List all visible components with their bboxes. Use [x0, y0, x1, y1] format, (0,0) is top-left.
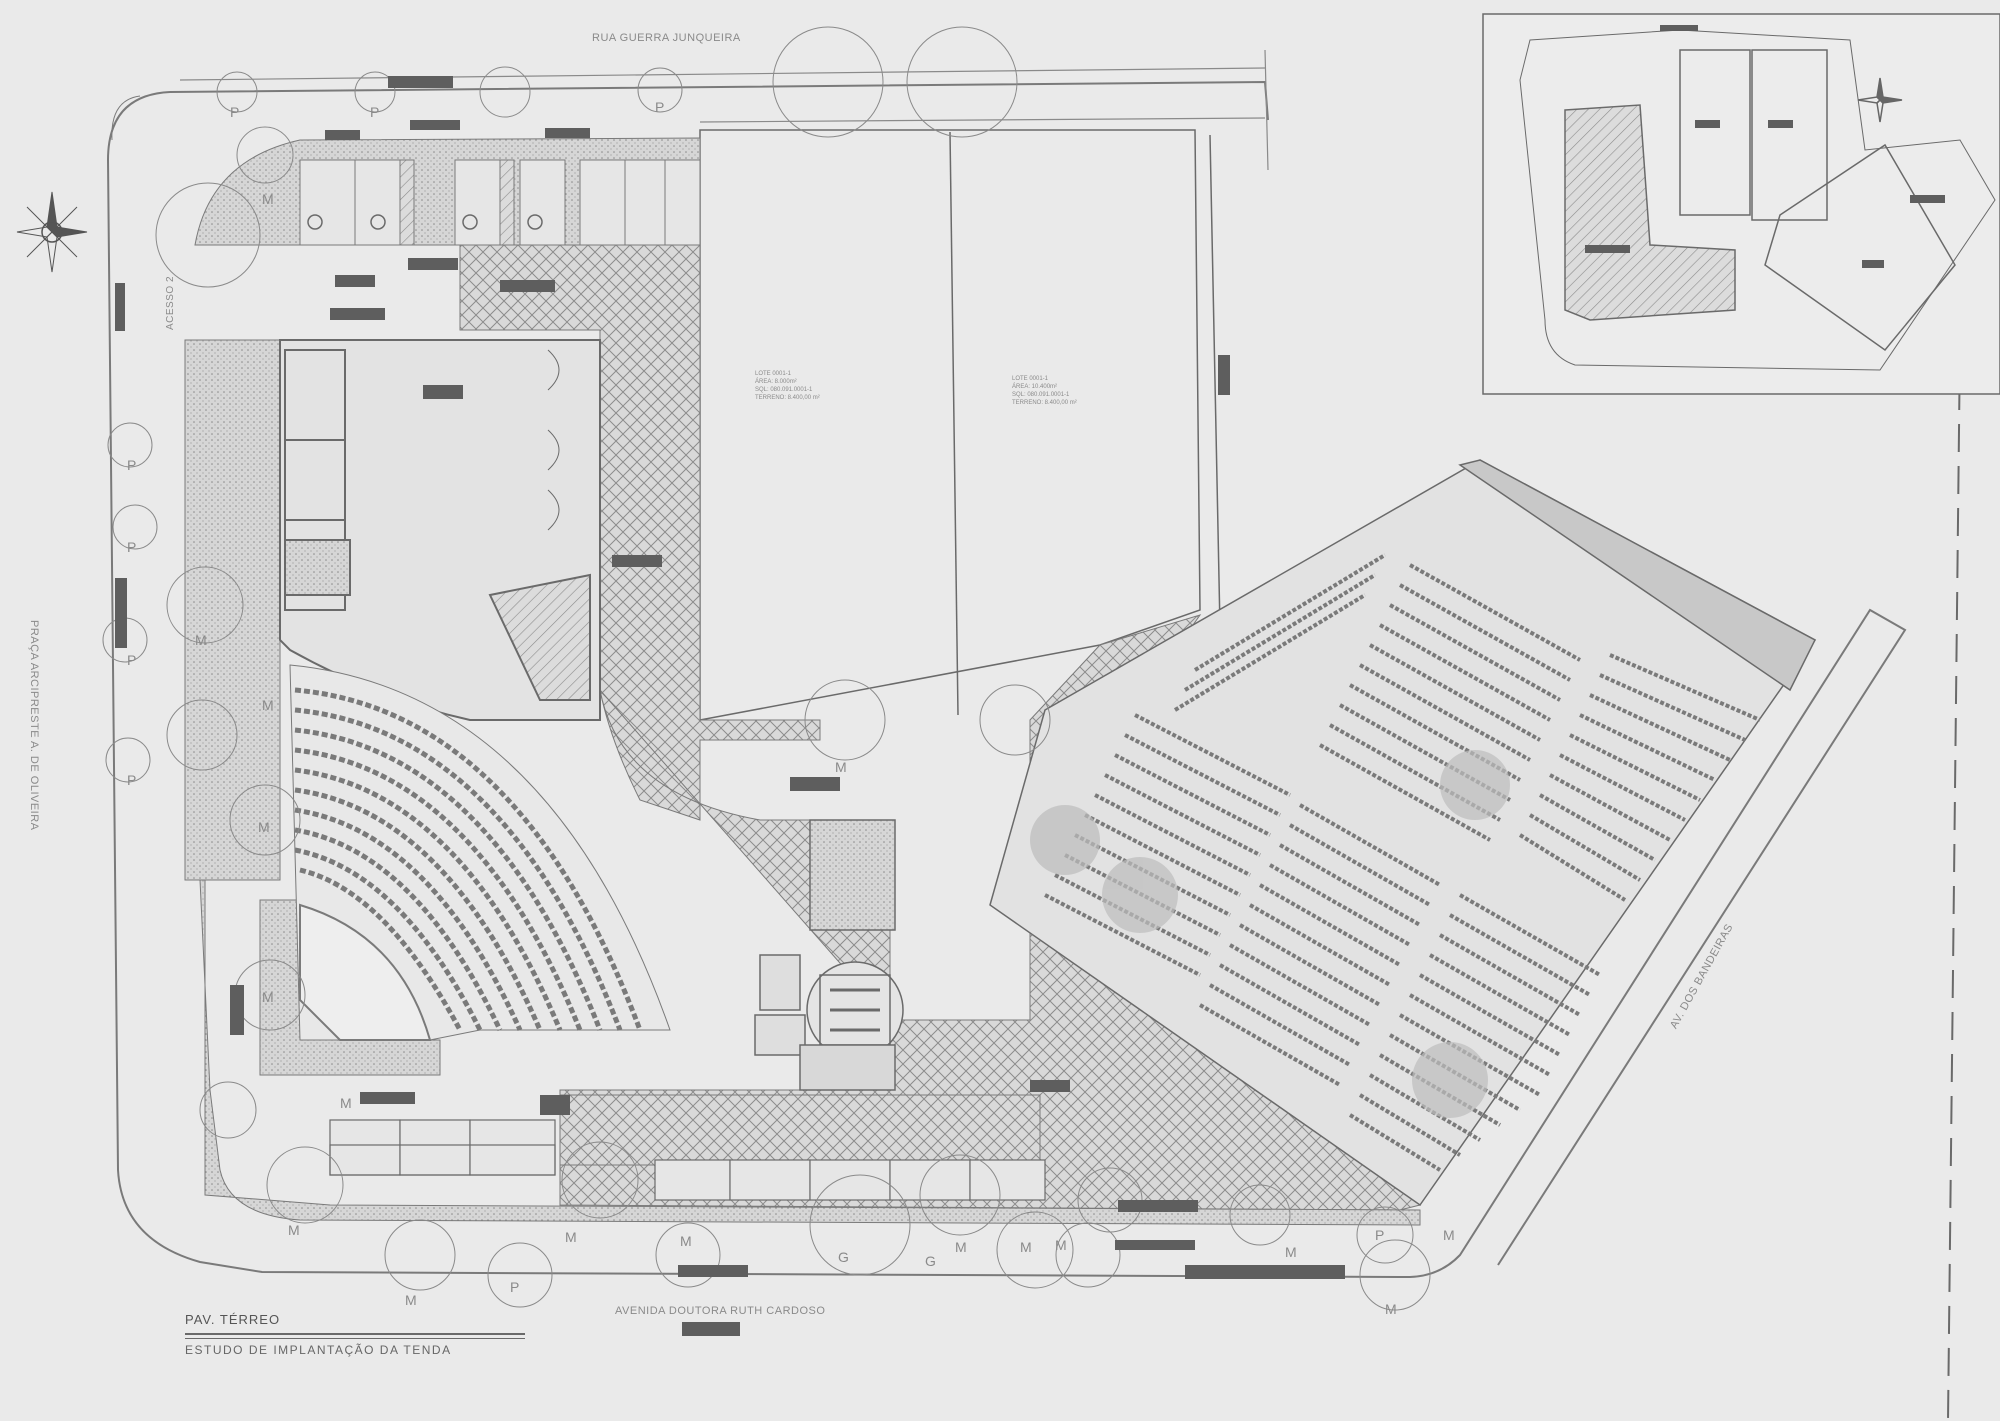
street-label-left: PRAÇA ARCIPRESTE A. DE OLIVEIRA	[28, 620, 40, 831]
svg-text:P: P	[127, 457, 136, 473]
svg-text:M: M	[955, 1239, 967, 1255]
svg-text:P: P	[127, 772, 136, 788]
compass-rose-icon	[1857, 77, 1903, 123]
svg-text:M: M	[258, 819, 270, 835]
compass-rose-icon	[16, 191, 88, 273]
svg-text:M: M	[565, 1229, 577, 1245]
lot-outlines	[699, 129, 1221, 721]
key-plan-inset	[1482, 13, 2000, 395]
kiosk-block	[754, 819, 904, 1091]
svg-text:M: M	[195, 632, 207, 648]
tree-labels: P P P M P P P P M M M M M M M M M P G G M M M M M M P…	[127, 99, 1455, 1317]
seat-rows	[1044, 553, 1761, 1172]
title-block: PAV. TÉRREO ESTUDO DE IMPLANTAÇÃO DA TEN…	[185, 1312, 525, 1357]
svg-text:G: G	[838, 1249, 849, 1265]
svg-text:M: M	[262, 989, 274, 1005]
access-label: ACESSO 2	[165, 275, 176, 330]
svg-text:M: M	[835, 759, 847, 775]
lot-note-2: LOTE 0001-1 ÁREA: 10.400m² SQL: 080.091.…	[1012, 376, 1077, 406]
svg-text:M: M	[288, 1222, 300, 1238]
svg-text:G: G	[925, 1253, 936, 1269]
svg-text:M: M	[1385, 1301, 1397, 1317]
stage	[1458, 459, 1816, 692]
svg-text:P: P	[127, 652, 136, 668]
svg-text:M: M	[405, 1292, 417, 1308]
svg-text:M: M	[340, 1095, 352, 1111]
svg-text:M: M	[1443, 1227, 1455, 1243]
svg-text:M: M	[1055, 1237, 1067, 1253]
tree-markers	[102, 26, 1431, 1311]
street-label-bottom: AVENIDA DOUTORA RUTH CARDOSO	[615, 1305, 826, 1317]
svg-text:P: P	[655, 99, 664, 115]
svg-text:M: M	[680, 1233, 692, 1249]
svg-text:M: M	[262, 191, 274, 207]
street-label-top: RUA GUERRA JUNQUEIRA	[592, 32, 741, 44]
svg-text:P: P	[127, 539, 136, 555]
tent-seating-area	[989, 459, 1817, 1207]
svg-text:M: M	[262, 697, 274, 713]
svg-text:P: P	[510, 1279, 519, 1295]
wheelchair-icon	[307, 214, 543, 230]
drawing-subtitle: ESTUDO DE IMPLANTAÇÃO DA TENDA	[185, 1343, 452, 1357]
drawing-title: PAV. TÉRREO	[185, 1312, 281, 1327]
bottom-units	[329, 1119, 1046, 1201]
svg-text:M: M	[1020, 1239, 1032, 1255]
svg-text:P: P	[230, 104, 239, 120]
parking-area	[194, 137, 701, 246]
title-underline	[185, 1333, 525, 1339]
svg-text:P: P	[1375, 1227, 1384, 1243]
svg-text:P: P	[370, 104, 379, 120]
right-dashed-boundary	[1947, 339, 1961, 1421]
svg-text:M: M	[1285, 1244, 1297, 1260]
main-building	[279, 339, 601, 722]
redacted-labels	[115, 76, 1345, 1336]
lot-note-1: LOTE 0001-1 ÁREA: 8.000m² SQL: 080.091.0…	[755, 371, 820, 401]
amphitheater-seating	[289, 664, 671, 1041]
